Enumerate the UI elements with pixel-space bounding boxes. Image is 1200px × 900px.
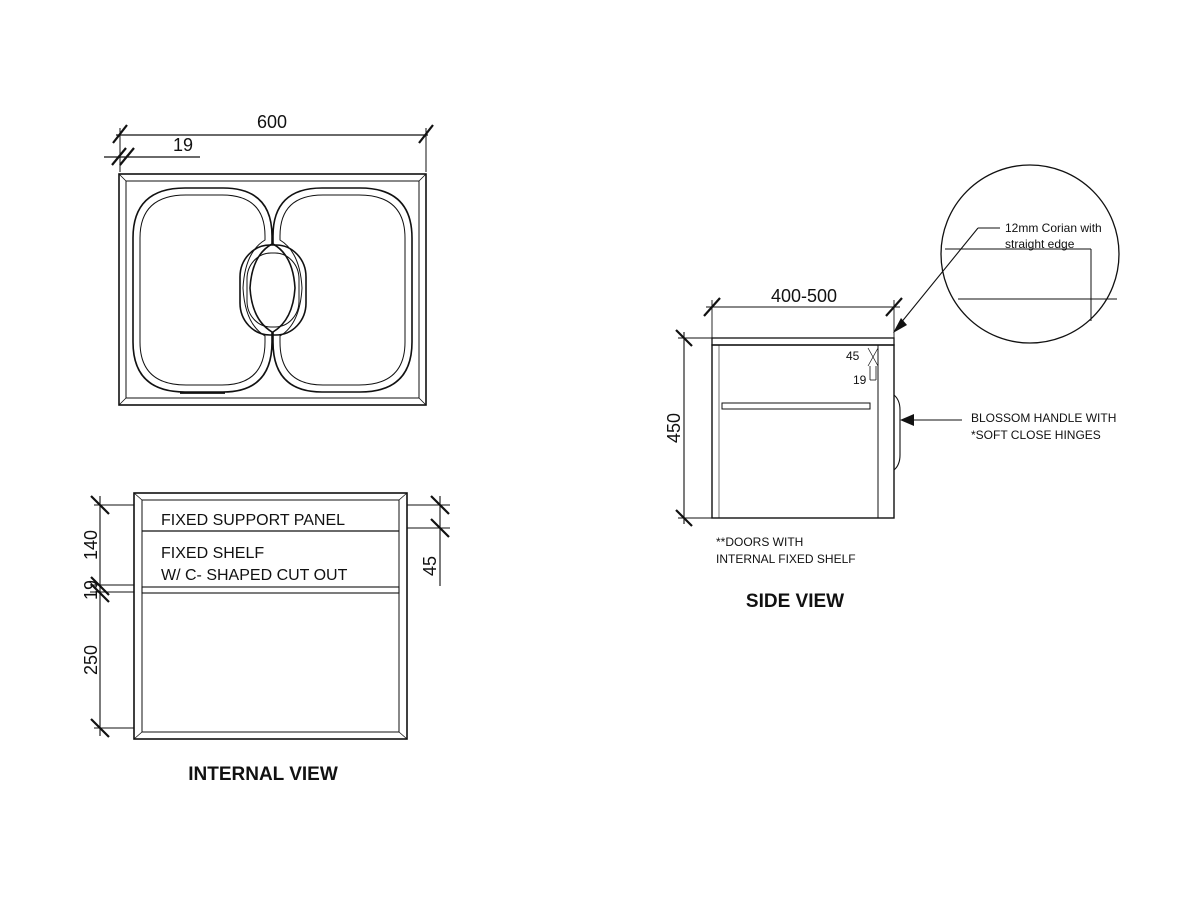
right-dim-tick-bottom <box>430 518 450 538</box>
plan-view <box>104 124 434 406</box>
left-dim-tick-bottom <box>90 718 110 738</box>
left-bowl-inner <box>139 194 266 386</box>
detail-note-line2: straight edge <box>1005 237 1075 251</box>
right-dim-tick-top <box>430 495 450 515</box>
side-height-tick-top <box>675 329 693 347</box>
side-depth-tick-right <box>885 297 903 317</box>
side-height-tick-bottom <box>675 509 693 527</box>
dim-label-140: 140 <box>81 530 101 560</box>
plan-width-label: 600 <box>257 112 287 132</box>
central-oval-outer <box>239 244 307 336</box>
plan-edge-label: 19 <box>173 135 193 155</box>
side-countertop <box>711 337 895 346</box>
basin-outer-rect <box>118 173 427 406</box>
plan-width-tick-right <box>418 124 434 144</box>
plan-edge-tick-b <box>119 147 135 166</box>
detail-note-line1: 12mm Corian with <box>1005 221 1102 235</box>
detail-leader-line <box>899 227 979 325</box>
label-support-panel: FIXED SUPPORT PANEL <box>161 512 345 529</box>
doors-note-line2: INTERNAL FIXED SHELF <box>716 552 856 566</box>
side-view-title: SIDE VIEW <box>746 591 844 612</box>
side-view <box>675 164 1120 527</box>
handle-arrowhead <box>900 414 914 426</box>
central-oval-inner <box>246 252 300 328</box>
side-shelf <box>721 402 871 410</box>
internal-view-title: INTERNAL VIEW <box>188 764 338 785</box>
internal-view <box>90 492 450 740</box>
dim-label-19: 19 <box>81 580 101 600</box>
side-height-label: 450 <box>664 413 684 443</box>
side-small-dim-45: 45 <box>846 349 860 363</box>
cabinet-outer-frame <box>133 492 408 740</box>
dim-label-45: 45 <box>420 556 440 576</box>
basin-inner-rect <box>125 180 420 399</box>
left-dim-tick-top <box>90 495 110 515</box>
side-cabinet-body <box>711 344 895 519</box>
left-bowl-outer <box>132 187 273 393</box>
label-shelf-line1: FIXED SHELF <box>161 545 264 562</box>
label-shelf-line2: W/ C- SHAPED CUT OUT <box>161 567 348 584</box>
detail-leader-arrowhead <box>893 318 907 333</box>
dim-label-250: 250 <box>81 645 101 675</box>
right-bowl-outer <box>272 187 413 393</box>
cabinet-inner-frame <box>141 499 400 733</box>
left-dim-tick-shelf-b <box>90 583 110 603</box>
corian-detail-circle <box>940 164 1120 344</box>
doors-note-line1: **DOORS WITH <box>716 535 803 549</box>
side-small-dim-19: 19 <box>853 373 867 387</box>
right-bowl-inner <box>279 194 406 386</box>
left-dim-tick-shelf-a <box>90 576 110 596</box>
plan-edge-tick-a <box>111 147 127 166</box>
side-depth-label: 400-500 <box>771 286 837 306</box>
side-depth-tick-left <box>703 297 721 317</box>
plan-width-tick-left <box>112 124 128 144</box>
handle-note-line2: *SOFT CLOSE HINGES <box>971 428 1101 442</box>
fixed-shelf <box>141 586 400 594</box>
handle-note-line1: BLOSSOM HANDLE WITH <box>971 411 1116 425</box>
handle-profile <box>893 394 901 471</box>
